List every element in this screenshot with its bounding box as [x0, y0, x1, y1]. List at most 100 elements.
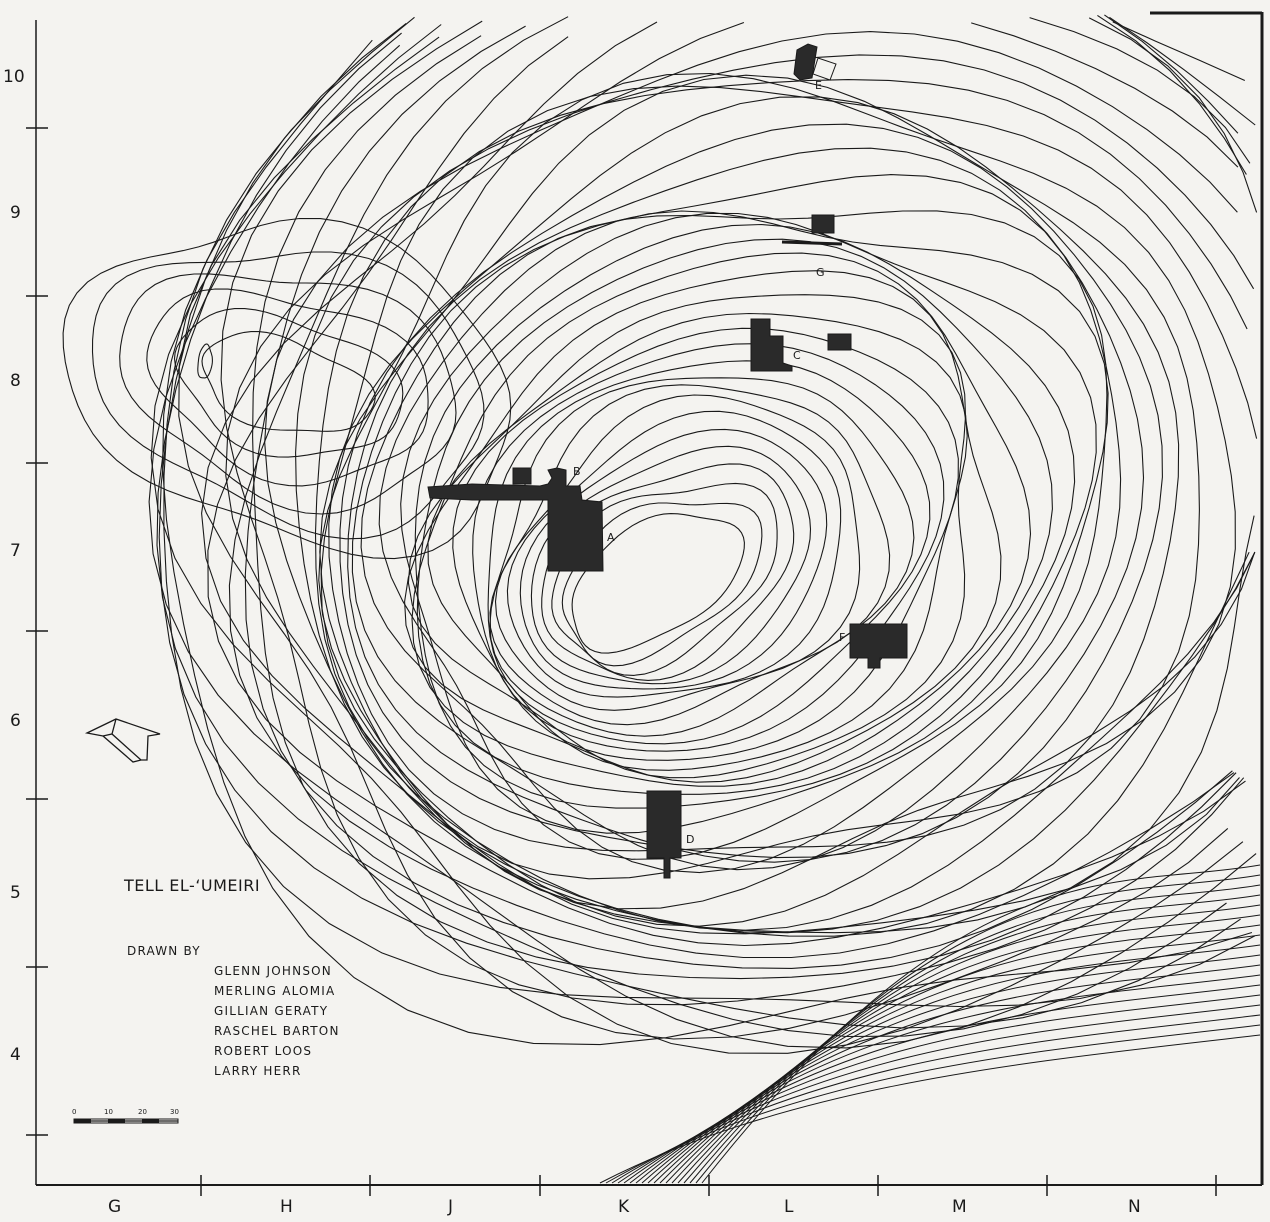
contour-line [416, 238, 1053, 795]
row-label-5: 5 [10, 883, 21, 903]
field-label-g: G [816, 266, 825, 279]
contour-line [360, 210, 1108, 874]
contour-line [407, 294, 967, 779]
contour-line [671, 914, 1261, 1184]
contour-line [1109, 16, 1256, 126]
column-label-k: K [618, 1197, 630, 1217]
contour-line [158, 22, 1241, 1029]
field-label-c: C [793, 349, 801, 362]
contour-line [472, 343, 945, 752]
field-g-structure [781, 214, 843, 246]
north-arrow-icon [84, 718, 161, 763]
contour-line [1104, 14, 1239, 134]
contour-line [318, 72, 1236, 910]
contour-line [225, 21, 1255, 934]
field-a-structure [427, 467, 604, 572]
credit-name: GLENN JOHNSON [214, 964, 332, 978]
map-frame [35, 11, 1264, 1186]
row-label-8: 8 [10, 371, 21, 391]
contour-line [641, 964, 1261, 1184]
contour-line [201, 331, 376, 432]
grid-ticks [26, 127, 1217, 1196]
contour-line [62, 217, 512, 560]
contour-line [695, 874, 1261, 1184]
field-label-e: E [815, 79, 822, 92]
credit-name: MERLING ALOMIA [214, 984, 335, 998]
contour-line [207, 36, 1246, 947]
contour-line [119, 273, 457, 515]
field-c-annex [827, 333, 852, 351]
contour-line [339, 123, 1163, 859]
scale-tick-label: 10 [104, 1108, 113, 1116]
contour-line [659, 934, 1261, 1184]
contour-line [244, 25, 1233, 969]
contour-line [519, 428, 828, 690]
field-c-structure [750, 318, 793, 372]
contour-line [551, 482, 778, 676]
contour-line [530, 445, 812, 685]
contour-line [347, 147, 1145, 863]
excavation-fields [427, 43, 908, 879]
contour-line [351, 174, 1122, 871]
contour-line [683, 894, 1261, 1184]
scale-tick-label: 20 [138, 1108, 147, 1116]
contour-line [1112, 21, 1246, 82]
contour-line [541, 463, 795, 681]
row-label-6: 6 [10, 711, 21, 731]
contour-line [156, 32, 1227, 1038]
credit-name: GILLIAN GERATY [214, 1004, 328, 1018]
contour-line [91, 251, 485, 540]
contour-line [571, 513, 745, 654]
field-label-d: D [686, 833, 694, 846]
column-label-l: L [784, 1197, 794, 1217]
credit-name: RASCHEL BARTON [214, 1024, 340, 1038]
contour-line [1029, 17, 1251, 164]
contour-line [427, 312, 968, 771]
contour-line [146, 288, 429, 487]
column-labels: G H J K L M N [108, 1197, 1141, 1217]
column-label-j: J [447, 1197, 453, 1217]
contour-line [252, 35, 1237, 980]
contour-line [197, 343, 213, 379]
contour-line [611, 1014, 1261, 1184]
contour-line [378, 210, 1109, 860]
contour-line [264, 31, 1250, 937]
column-label-g: G [108, 1197, 121, 1217]
contour-line [228, 16, 1235, 959]
scale-tick-label: 30 [170, 1108, 179, 1116]
contour-line [494, 394, 861, 711]
column-label-n: N [1128, 1197, 1141, 1217]
credits-list: GLENN JOHNSON MERLING ALOMIA GILLIAN GER… [214, 964, 340, 1078]
contour-line [1221, 334, 1258, 439]
contour-line [665, 924, 1261, 1184]
contour-line [400, 212, 1097, 834]
column-label-m: M [952, 1197, 967, 1217]
contour-line [295, 54, 1256, 934]
contour-line [220, 20, 1245, 1006]
contour-line [328, 96, 1180, 852]
field-label-f: F [839, 631, 845, 644]
contour-line [647, 954, 1261, 1184]
row-labels: 10 9 8 7 6 5 4 [3, 67, 25, 1065]
map-title: TELL EL-‘UMEIRI [123, 876, 260, 895]
field-labels: A B C D E F G [573, 79, 845, 846]
contour-line [561, 502, 763, 667]
contour-line [506, 410, 842, 698]
credit-name: ROBERT LOOS [214, 1044, 312, 1058]
contour-lines [62, 14, 1261, 1184]
field-f-structure [849, 623, 908, 669]
contour-line [971, 22, 1239, 168]
contour-line [1097, 14, 1247, 175]
row-label-4: 4 [10, 1045, 21, 1065]
contour-line [605, 1024, 1261, 1184]
contour-line [689, 884, 1261, 1184]
contour-line [314, 79, 1256, 931]
credit-name: LARRY HERR [214, 1064, 302, 1078]
contour-line [599, 1034, 1261, 1184]
drawn-by-label: DRAWN BY [127, 944, 201, 958]
contour-line [173, 308, 404, 458]
contour-line [677, 904, 1261, 1184]
field-label-b: B [573, 465, 581, 478]
contour-line [319, 74, 1200, 880]
